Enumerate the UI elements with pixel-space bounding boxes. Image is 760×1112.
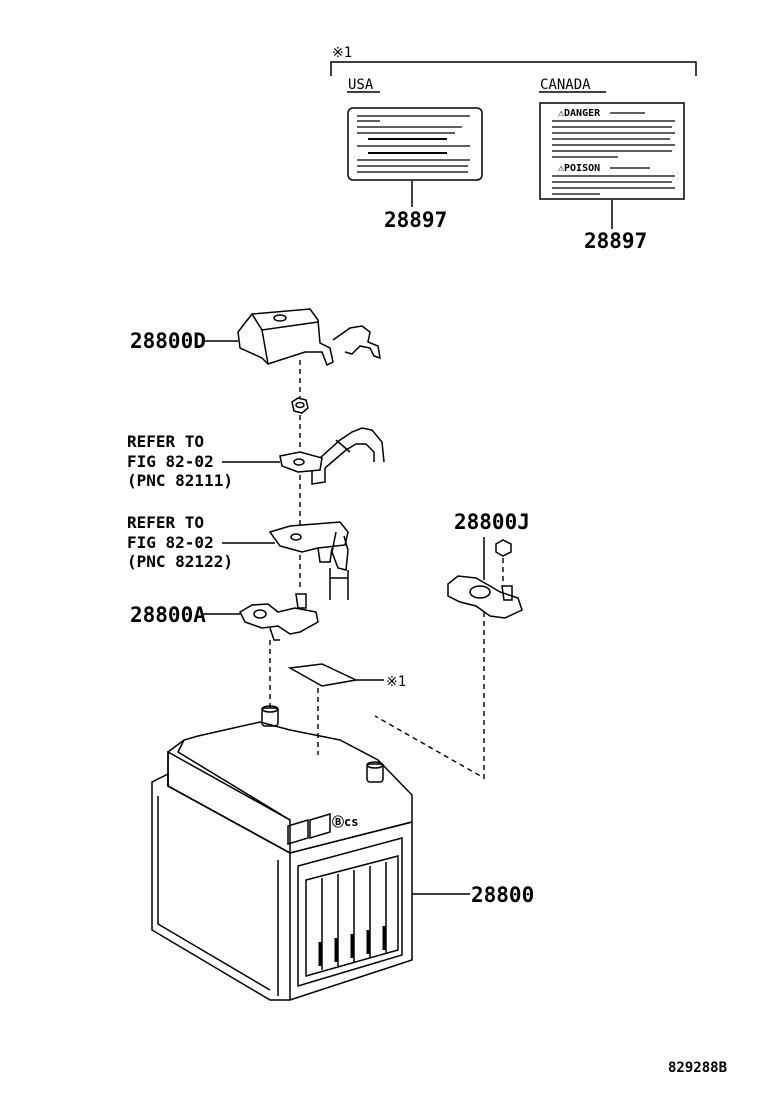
canada-label-text-lines — [552, 112, 675, 158]
battery-front-inset — [305, 855, 399, 977]
cable-1-lower — [324, 443, 375, 469]
poison-heading: ⚠POISON — [558, 163, 600, 174]
terminal2-tab — [317, 547, 333, 563]
refer1-line2: FIG 82-02 — [127, 452, 214, 471]
usa-warning-label — [347, 107, 483, 181]
battery-top-side — [167, 750, 291, 855]
terminal2-hole — [290, 533, 302, 541]
battery-top-inner — [177, 739, 291, 821]
terminal-J-bolt — [501, 585, 513, 601]
reference-2: REFER TO FIG 82-02 (PNC 82122) — [127, 513, 349, 600]
terminal-J-dash — [374, 612, 485, 780]
usa-part-number: 28897 — [384, 208, 447, 232]
terminal1-tab — [311, 468, 326, 485]
terminal-J-nut — [495, 539, 512, 557]
negative-terminal: 28800J — [374, 510, 530, 780]
reference-1: REFER TO FIG 82-02 (PNC 82111) — [127, 427, 385, 525]
battery-terminal-left-top — [261, 705, 279, 713]
cover-emblem — [273, 314, 287, 322]
cable-terminal-1 — [279, 451, 323, 473]
canada-label-text-lines-2 — [552, 167, 675, 195]
label-bracket — [330, 61, 697, 76]
terminal1-hole — [293, 458, 305, 466]
cover-body — [237, 308, 334, 367]
refer2-line3: (PNC 82122) — [127, 552, 233, 571]
refer1-line1: REFER TO — [127, 432, 204, 451]
cable-1-clamp — [335, 439, 351, 453]
battery-case-rim-left — [157, 796, 271, 991]
note-marker-top: ※1 — [332, 45, 352, 61]
label-section: ※1 USA 28897 CANADA ⚠DANGER — [330, 45, 697, 253]
danger-heading: ⚠DANGER — [558, 108, 601, 119]
battery-terminal-left — [261, 707, 279, 727]
note-marker-bottom: ※1 — [386, 674, 406, 690]
terminal-A-hole — [253, 609, 267, 619]
terminal-cover: 28800D — [130, 308, 381, 398]
battery-case-outline — [151, 772, 413, 1001]
label-sheet — [287, 663, 359, 687]
usa-title: USA — [348, 77, 374, 93]
cable-2-wire — [329, 568, 349, 600]
battery-cell-dividers — [321, 862, 387, 970]
canada-title: CANADA — [540, 77, 591, 93]
positive-terminal: 28800A — [130, 593, 319, 708]
battery-handles — [287, 812, 331, 846]
cover-front-edge — [261, 329, 269, 365]
part-28800D-label: 28800D — [130, 329, 206, 353]
usa-label-text-lines — [357, 115, 470, 173]
terminal-J-body — [447, 575, 523, 619]
nut-hole — [295, 401, 305, 409]
battery-brand-mark: Ⓑcs — [332, 814, 358, 829]
battery-front-panel — [297, 837, 403, 988]
terminal-A-clamp — [269, 627, 280, 641]
battery-terminal-right-top — [366, 761, 384, 769]
refer1-line3: (PNC 82111) — [127, 471, 233, 490]
cable-2-lug — [331, 531, 349, 571]
terminal-nut — [291, 397, 309, 450]
battery-terminal-right — [366, 763, 384, 783]
refer2-line1: REFER TO — [127, 513, 204, 532]
battery: Ⓑcs 28800 — [151, 705, 534, 1001]
battery-case-edge — [277, 853, 291, 1000]
terminal-A-body — [239, 603, 319, 635]
refer2-line2: FIG 82-02 — [127, 533, 214, 552]
terminal-J-ring — [469, 585, 491, 599]
diagram-code: 829288B — [668, 1060, 727, 1076]
part-28800-label: 28800 — [471, 883, 534, 907]
part-28800A-label: 28800A — [130, 603, 206, 627]
part-28800J-label: 28800J — [454, 510, 530, 534]
label-placement: ※1 — [287, 663, 406, 755]
cover-clip — [332, 325, 381, 360]
cable-terminal-2 — [268, 521, 349, 553]
battery-level-marks — [318, 926, 386, 966]
canada-part-number: 28897 — [584, 229, 647, 253]
cable-1-upper — [319, 427, 385, 463]
nut-body — [291, 397, 309, 414]
terminal-A-bolt — [295, 593, 307, 609]
canada-warning-label — [539, 102, 685, 200]
